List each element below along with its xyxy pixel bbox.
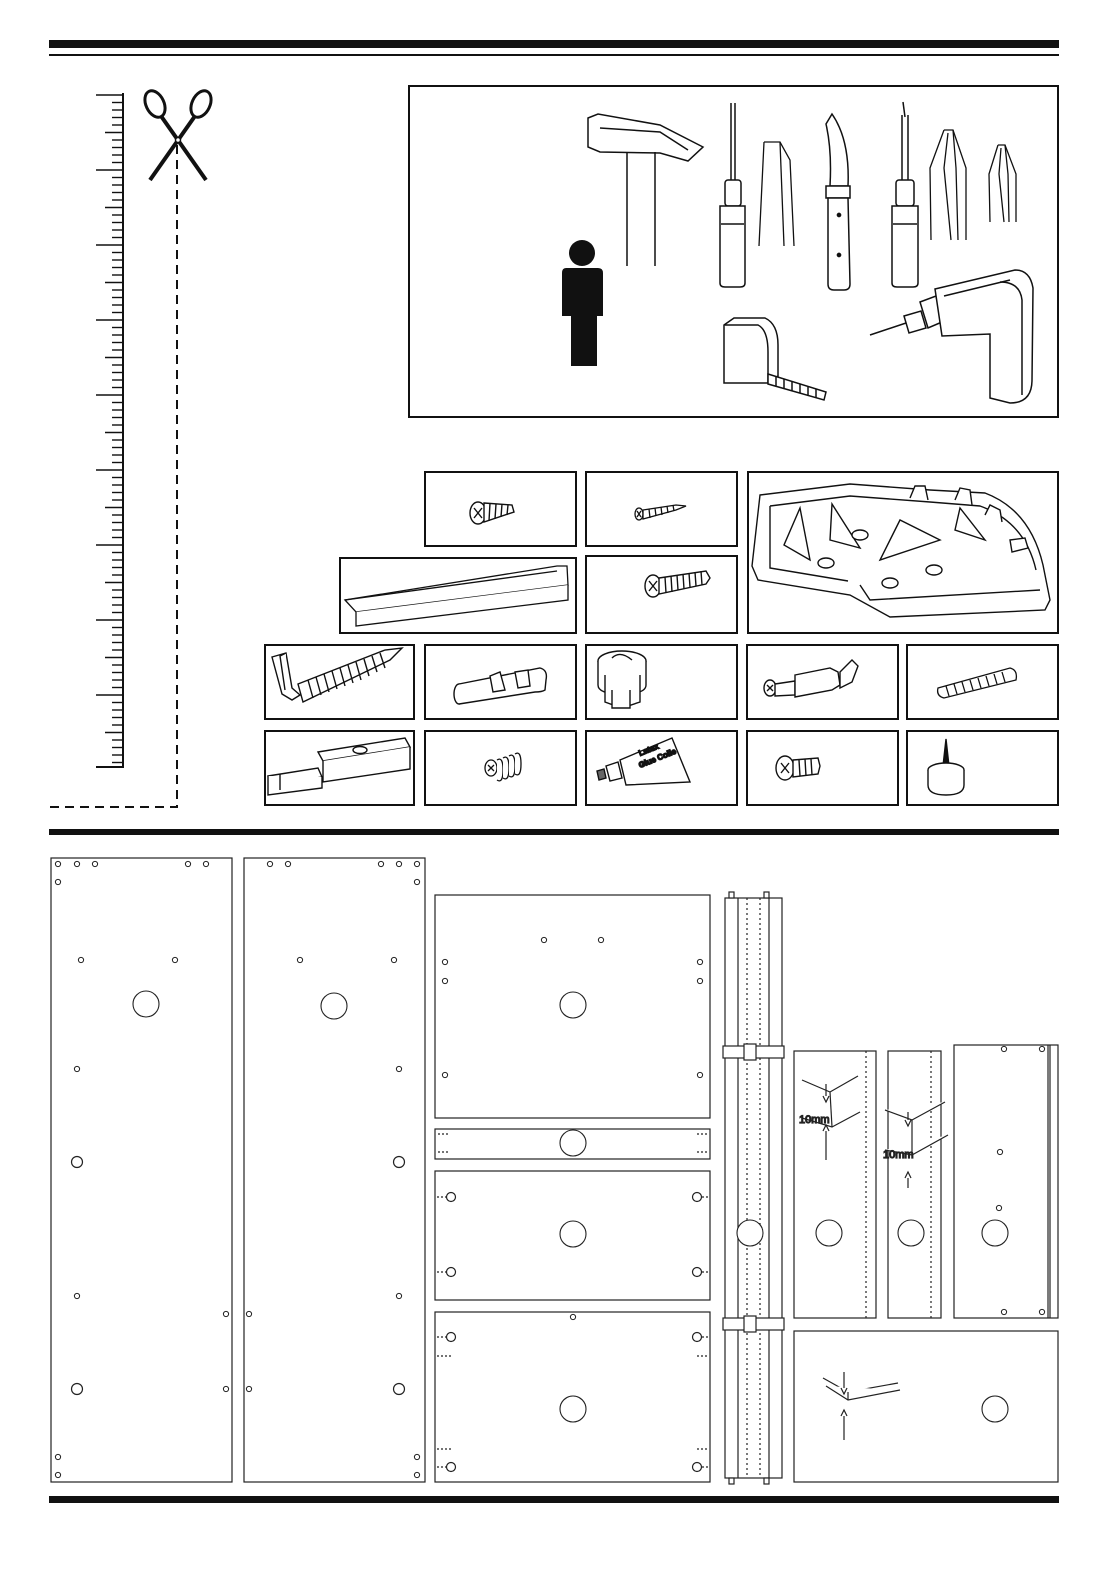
tools-panel <box>409 86 1058 417</box>
back-rail <box>435 1129 710 1159</box>
cam-lock-icon <box>598 651 646 708</box>
header-rule <box>49 40 1059 56</box>
drawer-bottom <box>794 1331 1058 1482</box>
side-panel-right <box>244 858 425 1482</box>
notch-measure-right: 10mm <box>883 1149 914 1161</box>
drawer-side-left: 10mm <box>794 1051 876 1318</box>
center-divider <box>723 892 784 1484</box>
footer-rule <box>49 1496 1059 1503</box>
shelf-board <box>435 1171 710 1300</box>
side-panel-left <box>51 858 232 1482</box>
drawer-side-right: 10mm <box>883 1051 948 1318</box>
drawer-back <box>954 1045 1058 1318</box>
bottom-board <box>435 1312 710 1482</box>
top-board <box>435 895 710 1118</box>
notch-measure-left: 10mm <box>799 1114 830 1126</box>
ruler <box>96 93 123 768</box>
section-rule <box>49 829 1059 835</box>
panels: 10mm 10mm <box>51 858 1058 1484</box>
